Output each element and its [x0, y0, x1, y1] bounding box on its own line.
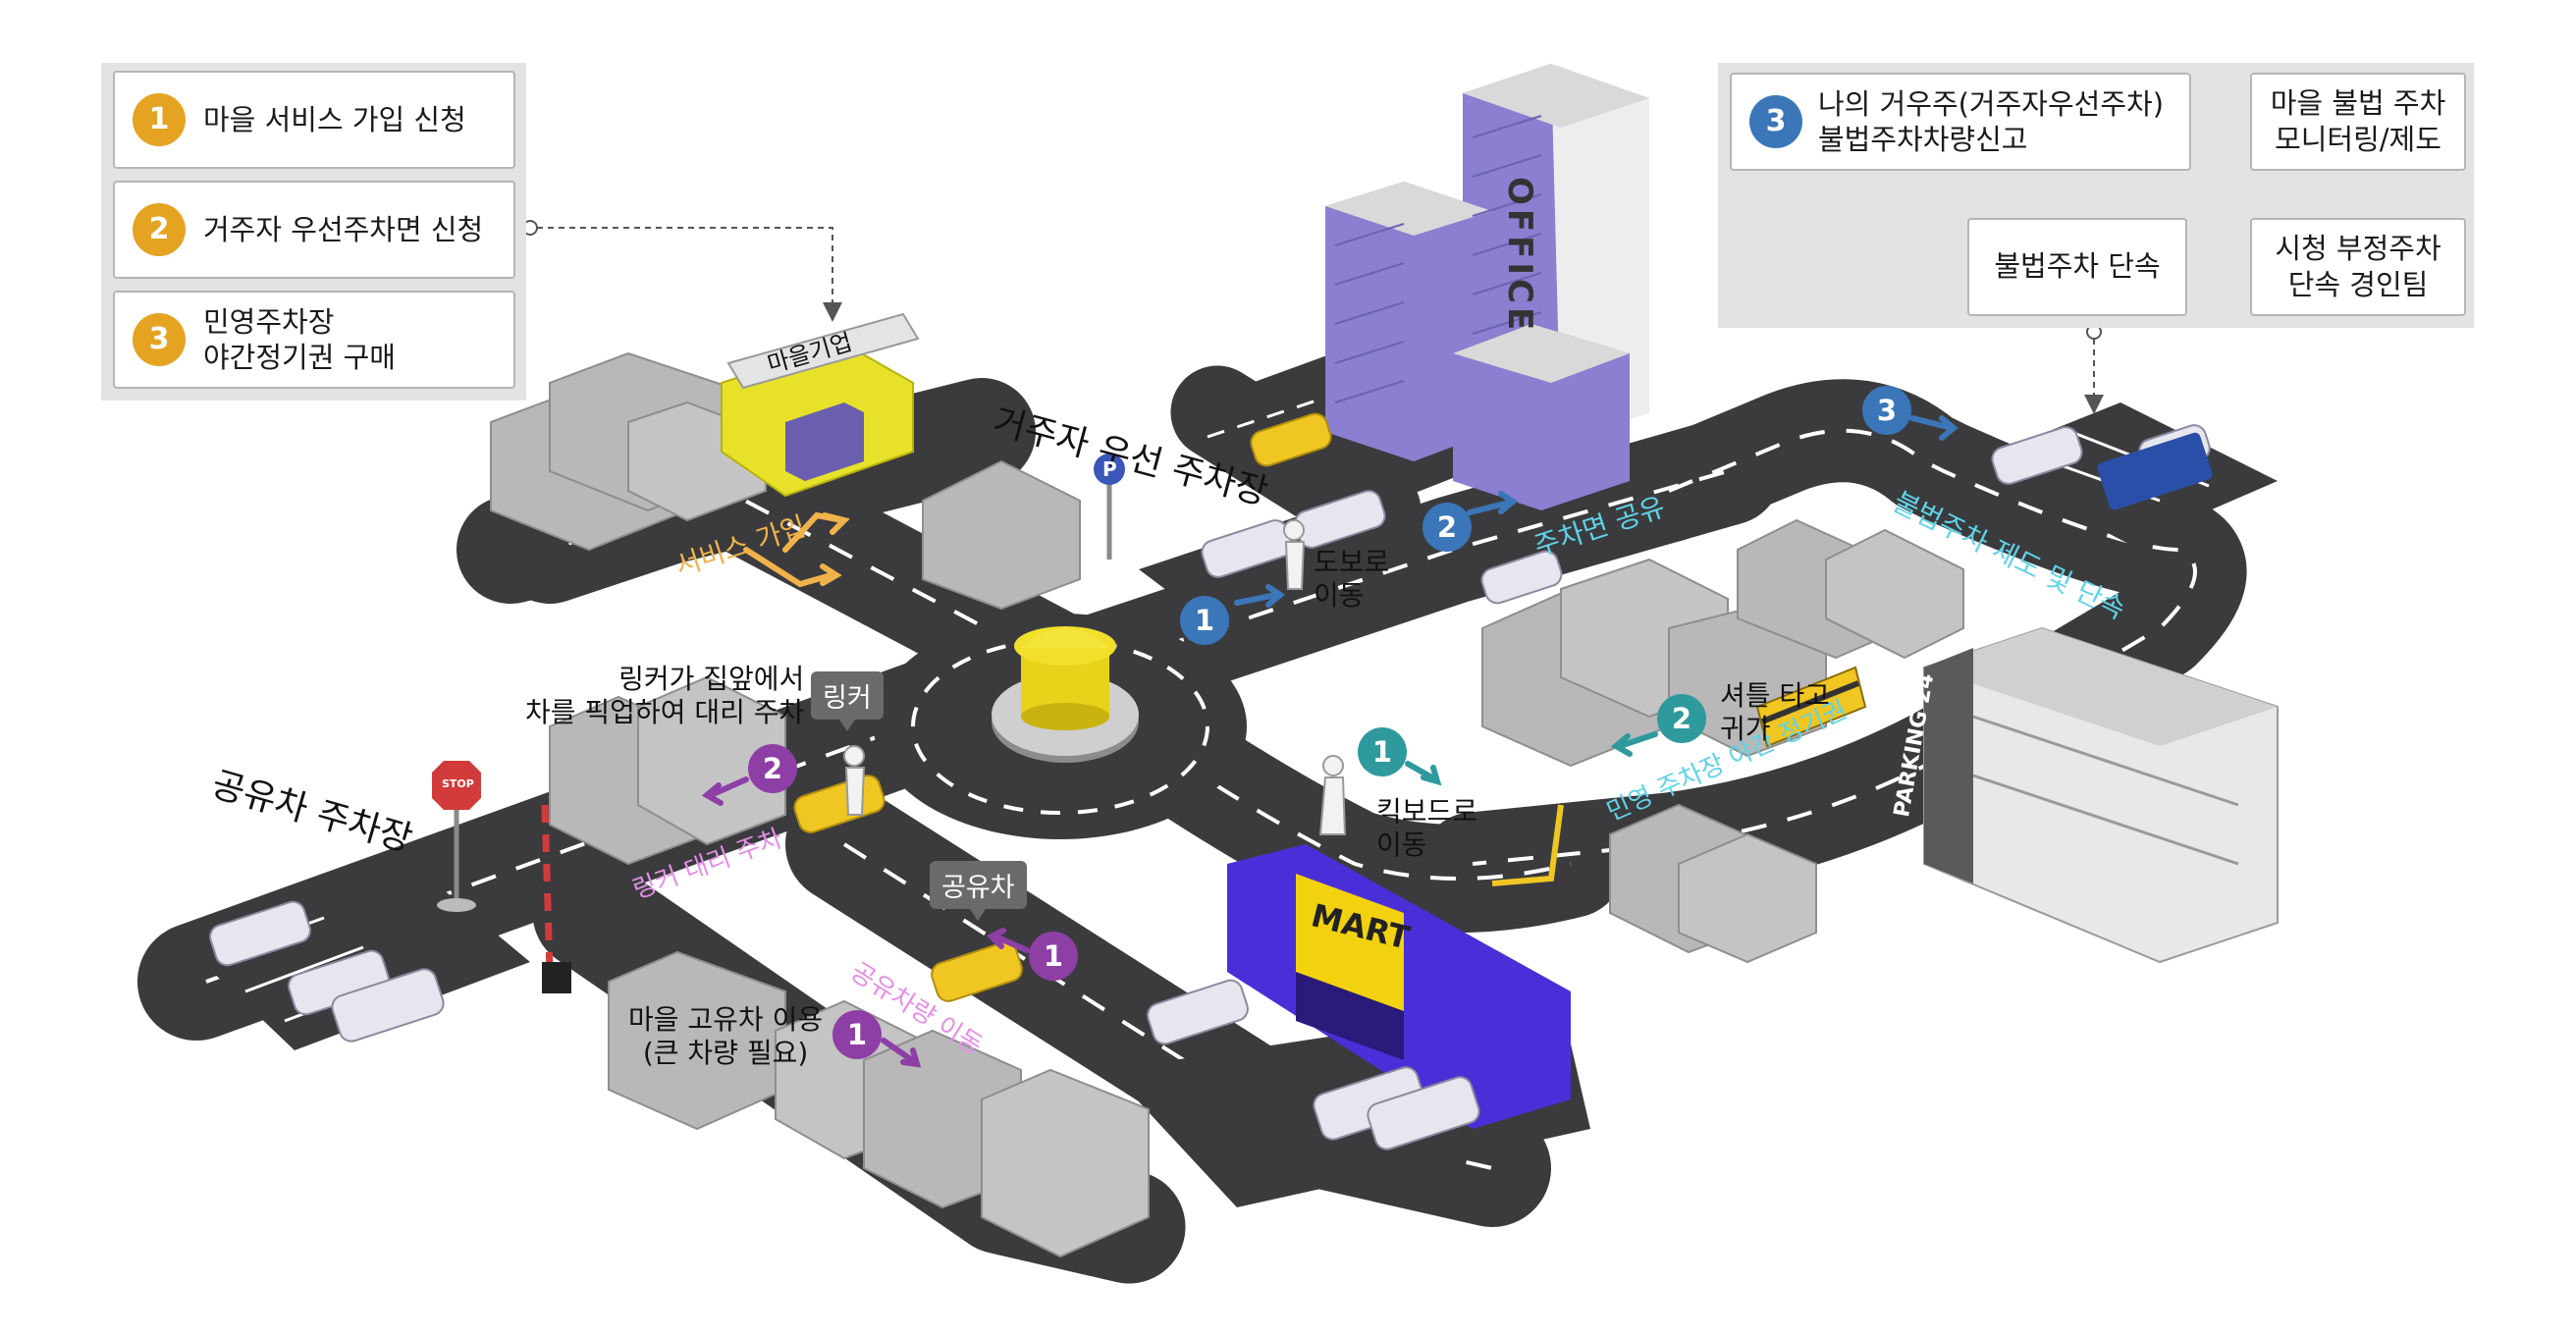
- parking-sign-post: [1094, 454, 1125, 560]
- legend-item-2: 2 거주자 우선주차면 신청: [113, 181, 515, 279]
- stop-sign-post: [432, 761, 481, 912]
- flow-city-line1: 시청 부정주차: [2275, 231, 2442, 265]
- parking24-building: [1923, 626, 2279, 964]
- flow-monitor-line1: 마을 불법 주차: [2270, 85, 2446, 120]
- kickboard: [1491, 804, 1564, 886]
- legend-badge-1: 1: [133, 93, 186, 146]
- legend-badge-2: 2: [133, 203, 186, 256]
- map-badge-teal-2: 2: [1657, 694, 1706, 743]
- map-badge-purple-1-shared: 1: [1029, 932, 1078, 981]
- legend-text-3: 민영주차장 야간정기권 구매: [203, 304, 396, 376]
- flow-to-lot-connector: [2084, 324, 2104, 414]
- walk-move-line1: 도보로: [1314, 546, 1390, 578]
- legend-item-3: 3 민영주차장 야간정기권 구매: [113, 291, 515, 389]
- shuttle-label: 셔틀 타고 귀가: [1720, 679, 1830, 745]
- legend-text-2: 거주자 우선주차면 신청: [203, 212, 484, 246]
- flow-report-line2: 불법주차차량신고: [1818, 123, 2028, 156]
- legend-text-3-line2: 야간정기권 구매: [203, 341, 396, 374]
- flow-badge-3: 3: [1749, 95, 1802, 148]
- office-sign: OFFICE: [1500, 177, 1539, 335]
- linker-desc-line1: 링커가 집앞에서: [618, 663, 805, 695]
- map-badge-blue-3: 3: [1862, 386, 1911, 435]
- village-company-building: [721, 312, 920, 498]
- flow-city-line2: 단속 경인팀: [2287, 268, 2429, 301]
- linker-desc-line2: 차를 픽업하여 대리 주차: [525, 695, 805, 728]
- legend-text-3-line1: 민영주차장: [203, 304, 335, 339]
- map-badge-teal-1: 1: [1358, 727, 1407, 776]
- shuttle-bus: [1755, 666, 1867, 748]
- linker-desc-label: 링커가 집앞에서 차를 픽업하여 대리 주차: [525, 663, 804, 728]
- flow-report-line1: 나의 거우주(거주자우선주차): [1818, 86, 2165, 121]
- flow-monitor-line2: 모니터링/제도: [2275, 123, 2442, 156]
- flow-report-text: 나의 거우주(거주자우선주차) 불법주차차량신고: [1818, 86, 2164, 158]
- shuttle-line1: 셔틀 타고: [1720, 679, 1830, 712]
- mart-building: [1227, 844, 1571, 1129]
- flow-enforce-text: 불법주차 단속: [1994, 249, 2161, 284]
- parking-barrier: [541, 804, 571, 993]
- shared-car-bubble: 공유차: [930, 861, 1027, 921]
- office-towers: [1325, 64, 1649, 510]
- map-arrows: [701, 415, 1959, 1068]
- flow-report-box: 3 나의 거우주(거주자우선주차) 불법주차차량신고: [1730, 73, 2191, 171]
- legend-item-1: 1 마을 서비스 가입 신청: [113, 71, 515, 169]
- kick-move-line1: 킥보드로: [1376, 795, 1478, 828]
- kick-move-label: 킥보드로 이동: [1376, 795, 1477, 861]
- pedestrians: [843, 519, 1347, 835]
- cars: [209, 424, 2211, 1150]
- legend-to-company-connector: [522, 220, 842, 322]
- parking-p-sign: P: [1102, 457, 1117, 481]
- walk-move-line2: 이동: [1314, 578, 1365, 612]
- map-badge-blue-2: 2: [1422, 503, 1472, 552]
- map-badge-purple-1-own: 1: [832, 1010, 882, 1059]
- flow-city-box: 시청 부정주차 단속 경인팀: [2250, 218, 2466, 316]
- own-car-line2: (큰 차량 필요): [642, 1036, 809, 1069]
- legend-badge-3: 3: [133, 313, 186, 366]
- stop-sign-text: STOP: [442, 777, 474, 790]
- map-badge-purple-2: 2: [748, 744, 797, 793]
- linker-bubble: 링커: [811, 671, 884, 731]
- flow-enforce-box: 불법주차 단속: [1967, 218, 2187, 316]
- map-badge-blue-1: 1: [1180, 596, 1229, 645]
- own-car-line1: 마을 고유차 이용: [628, 1003, 824, 1036]
- shuttle-line2: 귀가: [1720, 712, 1771, 745]
- own-car-label: 마을 고유차 이용 (큰 차량 필요): [628, 1003, 823, 1069]
- legend-text-1: 마을 서비스 가입 신청: [203, 102, 466, 136]
- tow-truck: [2097, 432, 2213, 510]
- kick-move-line2: 이동: [1376, 828, 1427, 861]
- flow-monitor-box: 마을 불법 주차 모니터링/제도: [2250, 73, 2466, 171]
- walk-move-label: 도보로 이동: [1314, 546, 1389, 612]
- roundabout: [874, 614, 1247, 839]
